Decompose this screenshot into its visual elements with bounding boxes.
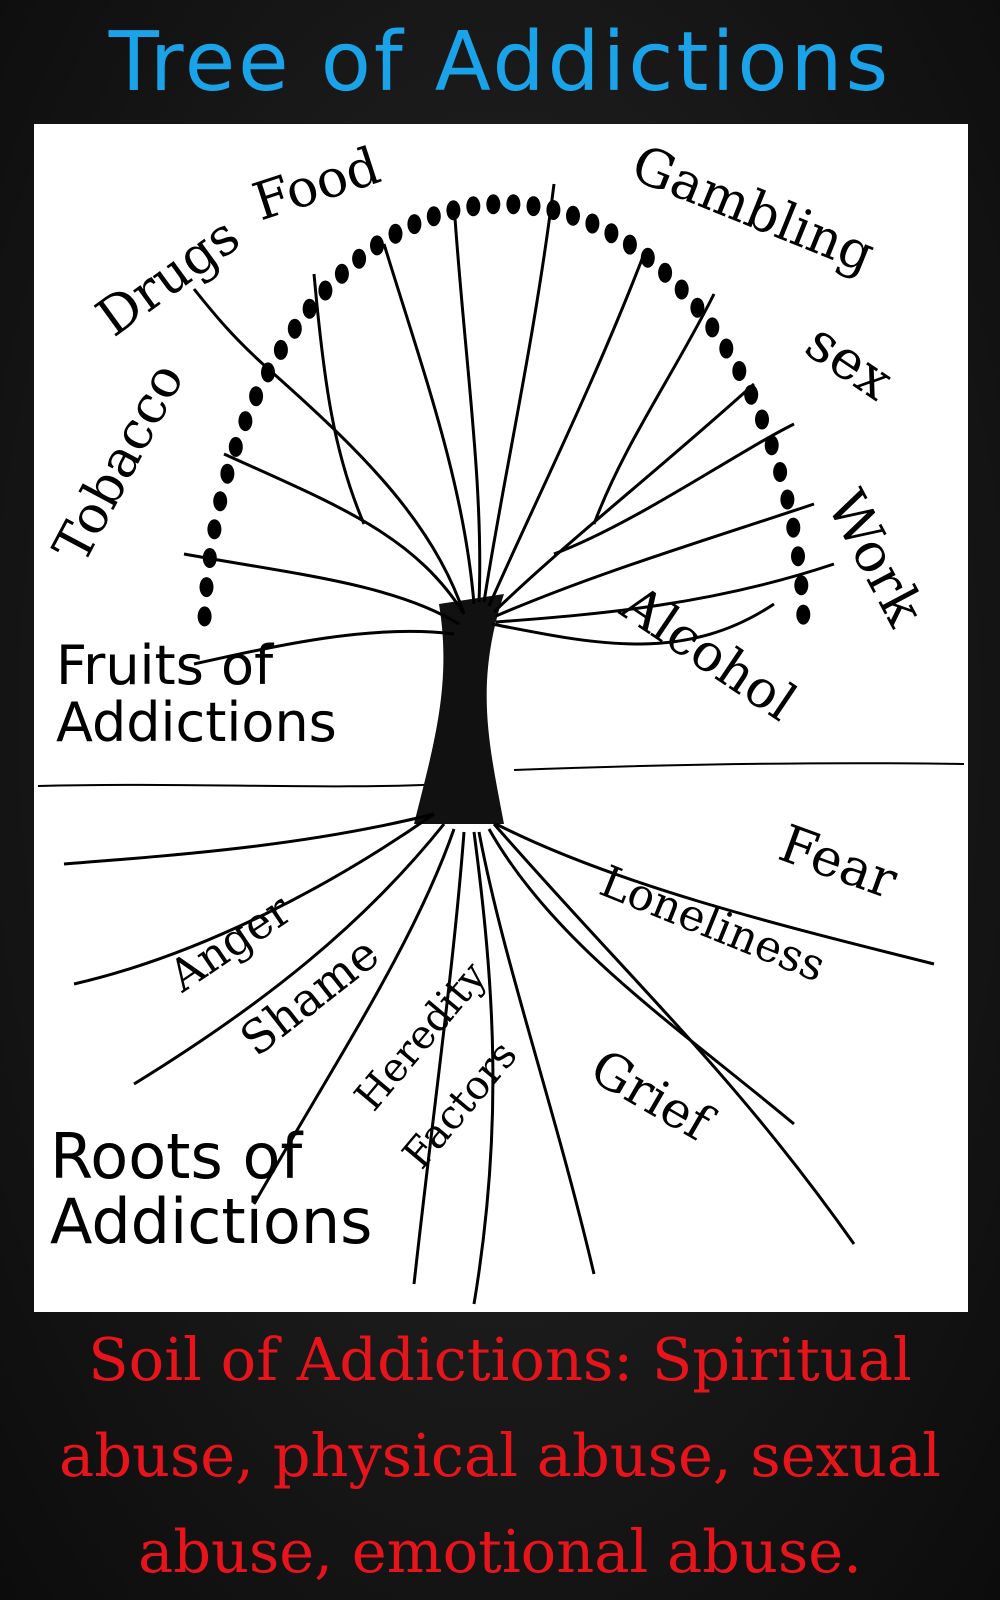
tree-branch — [223, 452, 466, 615]
tree-leaf — [786, 517, 801, 538]
tree-leaf — [273, 339, 288, 360]
tree-root — [492, 823, 856, 1245]
tree-leaf — [466, 196, 481, 217]
tree-leaf — [705, 317, 720, 338]
tree-leaf — [261, 362, 275, 383]
tree-leaf — [220, 463, 235, 484]
tree-leaf — [764, 435, 779, 456]
ground-line — [37, 762, 965, 788]
tree-leaf — [238, 411, 253, 432]
tree-leaf — [207, 519, 222, 540]
page-title: Tree of Addictions — [108, 15, 892, 110]
roots-heading-line1: Roots of — [50, 1120, 303, 1193]
tree-leaf — [426, 206, 441, 227]
tree-leaf — [744, 384, 759, 405]
tree-leaf — [318, 280, 333, 301]
tree-branch — [183, 552, 460, 626]
tree-branch — [553, 422, 795, 556]
tree-leaf — [352, 248, 367, 269]
tree-leaf — [794, 575, 809, 596]
tree-leaf — [249, 386, 264, 407]
tree-leaf — [388, 223, 403, 244]
tree-root — [63, 812, 435, 866]
tree-leaf — [199, 577, 214, 598]
tree-leaf — [407, 214, 422, 235]
tree-leaf — [302, 298, 317, 319]
soil-caption-line1: Soil of Addictions: Spiritual — [88, 1325, 912, 1394]
tree-branch — [491, 602, 775, 646]
tree-leaf — [640, 247, 655, 268]
tree-leaf — [370, 235, 384, 256]
tree-leaf — [796, 604, 811, 625]
tree-leaf — [287, 318, 302, 339]
tree-illustration-panel: Tobacco Drugs Food Gambling sex Work Alc… — [34, 124, 968, 1312]
tree-branch — [382, 243, 476, 605]
tree-root — [495, 822, 935, 966]
tree-leaf — [566, 205, 580, 226]
tree-root — [73, 812, 435, 986]
soil-caption: Soil of Addictions: Spiritual abuse, phy… — [0, 1312, 1000, 1600]
tree-leaf — [585, 213, 600, 234]
tree-root — [252, 828, 456, 1205]
tree-leaf — [690, 297, 705, 318]
tree-leaf — [780, 489, 795, 510]
tree-leaf — [604, 223, 619, 244]
tree-branch — [312, 273, 366, 525]
tree-branch — [452, 203, 482, 603]
fruits-heading-line1: Fruits of — [56, 634, 274, 697]
roots-heading-line2: Addictions — [50, 1185, 373, 1259]
tree-leaf — [674, 279, 689, 300]
tree-leaf — [486, 194, 501, 215]
tree-leaf — [526, 196, 541, 217]
tree-root — [472, 831, 495, 1305]
tree-trunk — [414, 594, 504, 824]
tree-leaf — [719, 338, 734, 359]
tree-branch — [487, 253, 646, 607]
tree-branch — [592, 293, 716, 525]
tree-leaf — [755, 409, 769, 430]
tree-branch — [482, 183, 556, 603]
tree-leaf — [197, 606, 212, 627]
tree-leaf — [791, 546, 805, 567]
roots-heading: Roots of Addictions — [50, 1124, 372, 1254]
tree-leaf — [658, 262, 673, 283]
tree-leaf — [732, 361, 747, 381]
tree-leaf — [213, 491, 228, 512]
tree-branch — [495, 502, 815, 618]
fruits-heading-line2: Addictions — [56, 690, 337, 754]
tree-branch — [192, 288, 466, 615]
tree-root — [412, 831, 466, 1285]
soil-caption-line2: abuse, physical abuse, sexual — [59, 1421, 941, 1490]
tree-branch — [495, 562, 835, 624]
tree-leaf — [228, 436, 243, 457]
tree-leaf — [446, 200, 461, 221]
tree-drawing — [37, 183, 965, 1305]
tree-root — [133, 823, 446, 1086]
tree-leaf — [622, 234, 637, 255]
soil-caption-line3: abuse, emotional abuse. — [138, 1517, 862, 1586]
tree-leaf — [773, 462, 788, 482]
tree-leaf — [506, 194, 521, 215]
tree-leaf — [546, 200, 561, 220]
fruits-heading: Fruits of Addictions — [56, 634, 337, 754]
tree-root — [487, 828, 795, 1126]
tree-root — [477, 831, 596, 1275]
tree-branch — [492, 382, 756, 614]
tree-leaf — [334, 263, 349, 284]
tree-branch — [193, 629, 455, 666]
tree-leaf — [202, 548, 217, 568]
